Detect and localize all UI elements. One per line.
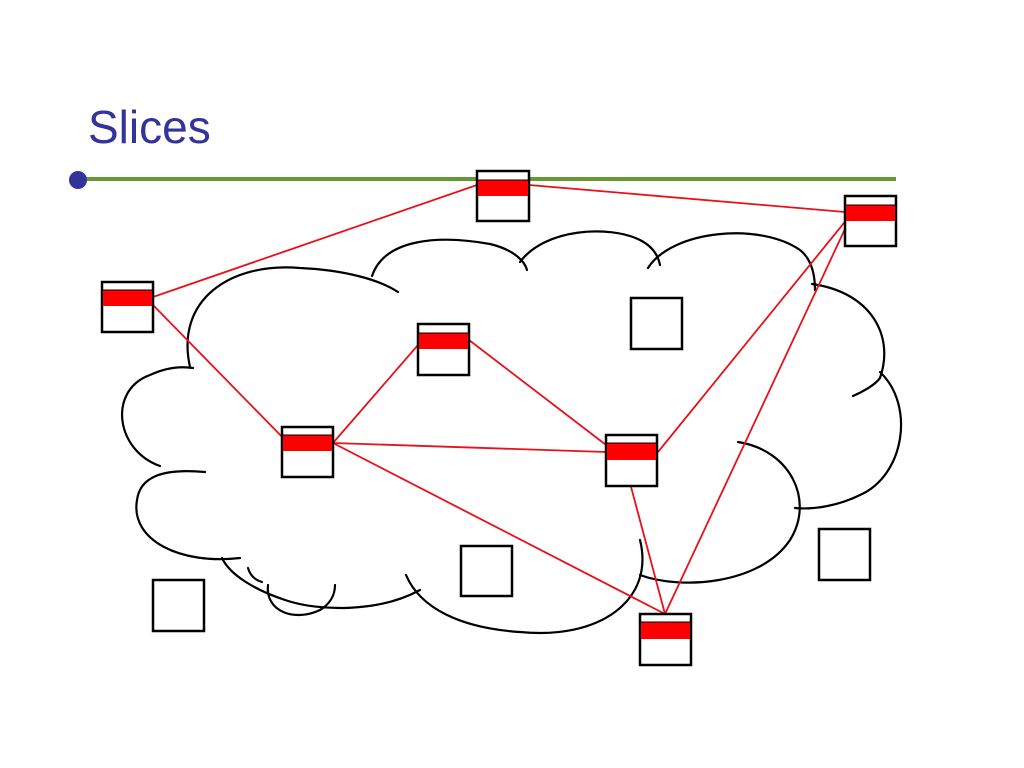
link-d-e — [332, 344, 419, 444]
slide-title: Slices — [88, 101, 211, 153]
cloud-bump-7 — [638, 440, 801, 584]
cloud-bump-10 — [135, 470, 242, 561]
sliced-node-top-center — [475, 169, 531, 223]
sliced-node-bottom — [638, 612, 693, 667]
unsliced-node-lower-left — [151, 578, 206, 633]
unsliced-node-lower-center — [459, 544, 514, 598]
network-cloud — [120, 230, 903, 635]
slice-links — [152, 184, 853, 615]
cloud-bump-4 — [646, 232, 817, 292]
cloud-bump-2 — [370, 238, 529, 278]
sliced-node-center-right — [604, 433, 659, 488]
sliced-node-center-left — [280, 425, 335, 479]
link-f-g — [629, 482, 666, 615]
slice-band — [283, 435, 332, 451]
bullet-dot — [69, 171, 87, 189]
cloud-bump-12 — [266, 583, 337, 617]
slice-band — [419, 333, 468, 349]
link-b-c — [528, 184, 846, 213]
link-d-f — [332, 442, 607, 453]
unsliced-nodes — [151, 296, 872, 633]
sliced-node-center-upper — [416, 322, 471, 377]
cloud-gap-mark — [246, 566, 264, 584]
link-a-d — [152, 304, 291, 446]
slice-band — [846, 205, 895, 221]
cloud-bump-1 — [186, 266, 400, 369]
unsliced-node-lower-right — [817, 527, 872, 582]
link-a-b — [152, 184, 478, 298]
slice-band — [607, 443, 656, 460]
cloud-bump-5 — [810, 282, 886, 398]
sliced-nodes — [100, 169, 898, 667]
sliced-node-top-right — [843, 194, 898, 248]
link-g-c — [664, 213, 853, 615]
slice-band — [103, 290, 152, 306]
cloud-bump-11 — [120, 366, 195, 468]
link-f-c — [657, 217, 849, 453]
sliced-node-left — [100, 280, 155, 334]
cloud-bump-6 — [793, 370, 903, 510]
cloud-bump-8 — [404, 538, 644, 635]
unsliced-node-upper-right — [629, 296, 684, 351]
link-e-f — [468, 339, 611, 449]
link-d-g — [332, 442, 666, 615]
slice-band — [641, 622, 690, 639]
cloud-bump-3 — [518, 230, 662, 267]
slice-band — [478, 180, 528, 196]
cloud-bump-9 — [220, 556, 422, 610]
